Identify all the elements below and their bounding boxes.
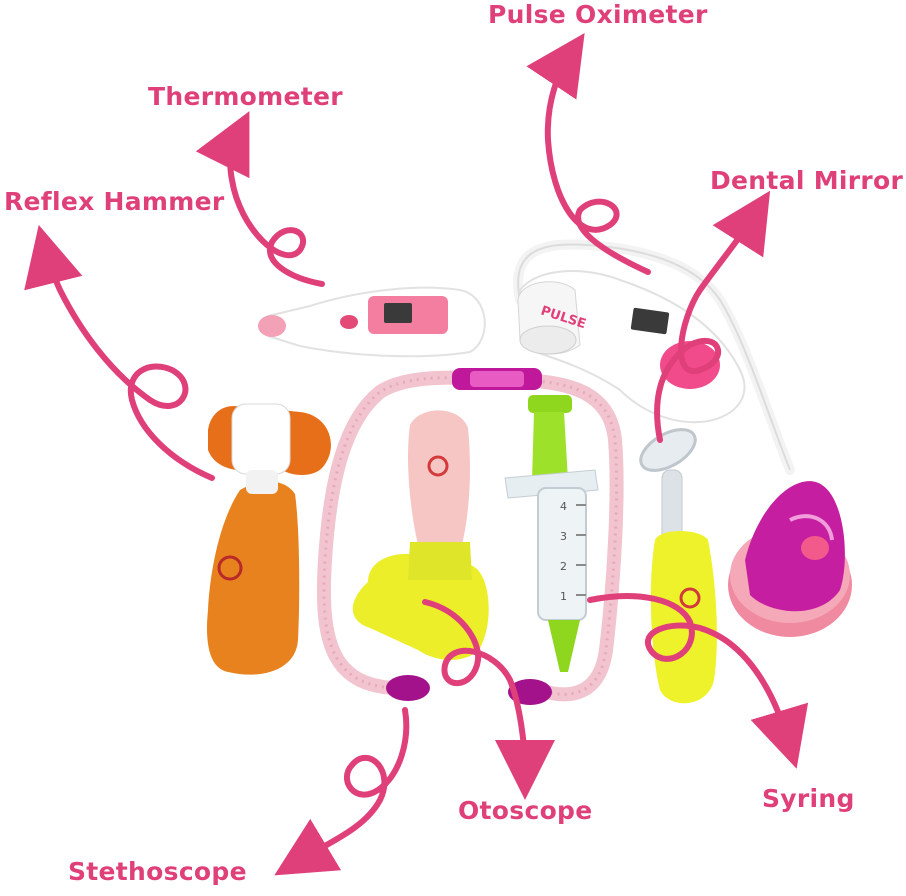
thermometer — [258, 286, 486, 358]
otoscope — [352, 410, 489, 660]
reflex-hammer-arrow — [24, 224, 215, 481]
annotation-arrows — [24, 33, 809, 876]
label-reflex-hammer: Reflex Hammer — [4, 187, 225, 216]
label-syringe: Syring — [762, 784, 855, 813]
label-dental-mirror: Dental Mirror — [710, 166, 904, 195]
syringe: 1 2 3 4 — [504, 395, 599, 672]
syringe-mark-3: 3 — [560, 530, 567, 543]
syringe-arrow — [587, 593, 809, 769]
stethoscope — [316, 368, 624, 705]
otoscope-arrow — [422, 599, 555, 800]
syringe-mark-4: 4 — [560, 500, 567, 513]
label-stethoscope: Stethoscope — [68, 857, 247, 886]
stethoscope-chestpiece — [728, 481, 852, 637]
pulse-oximeter: PULSE — [517, 269, 746, 424]
label-otoscope: Otoscope — [458, 796, 593, 825]
pulse-oximeter-arrow — [526, 33, 651, 275]
label-pulse-oximeter: Pulse Oximeter — [488, 0, 708, 29]
dental-mirror — [513, 239, 795, 551]
syringe-mark-1: 1 — [560, 590, 567, 603]
reflex-hammer — [207, 403, 331, 675]
thermometer-arrow — [195, 111, 325, 287]
label-thermometer: Thermometer — [148, 82, 343, 111]
stethoscope-arrow — [274, 707, 410, 876]
syringe-mark-2: 2 — [560, 560, 567, 573]
dental-mirror-arrow — [654, 190, 771, 443]
